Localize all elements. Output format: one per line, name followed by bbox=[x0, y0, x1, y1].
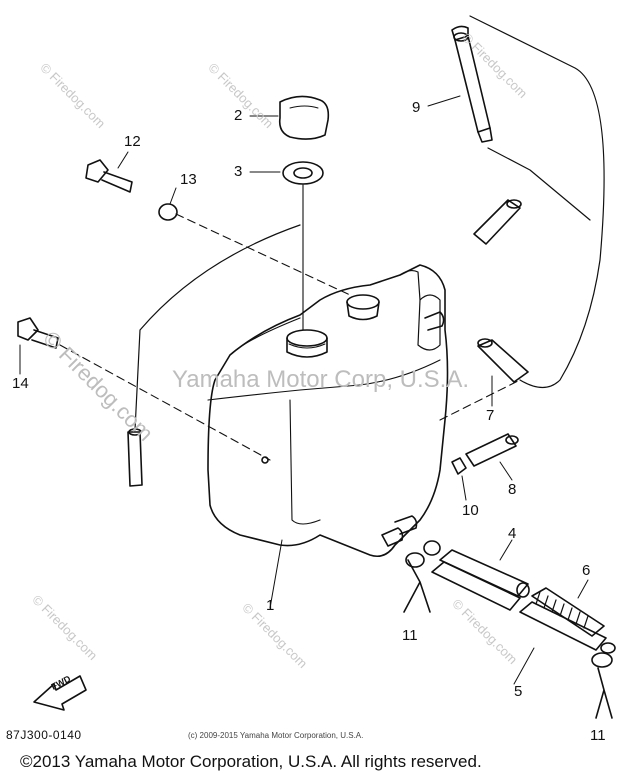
part-label-5: 5 bbox=[514, 683, 523, 700]
clip-10 bbox=[451, 457, 467, 475]
footer-copyright: ©2013 Yamaha Motor Corporation, U.S.A. A… bbox=[20, 752, 482, 771]
bolt-14 bbox=[17, 317, 59, 349]
diagram-code: 87J300-0140 bbox=[6, 728, 82, 742]
watermark-company: Yamaha Motor Corp, U.S.A. bbox=[172, 366, 469, 393]
part-label-14: 14 bbox=[12, 375, 29, 392]
spring-hose-6 bbox=[531, 587, 605, 637]
small-copyright: (c) 2009-2015 Yamaha Motor Corporation, … bbox=[188, 731, 364, 740]
hose-8 bbox=[465, 433, 517, 467]
part-label-2: 2 bbox=[234, 107, 243, 124]
part-label-8: 8 bbox=[508, 481, 517, 498]
clamps-11-right bbox=[591, 642, 616, 719]
hose-9 bbox=[451, 25, 493, 143]
part-label-6: 6 bbox=[582, 562, 591, 579]
part-label-12: 12 bbox=[124, 133, 141, 150]
hose-5 bbox=[519, 601, 607, 651]
washer-13 bbox=[158, 203, 178, 221]
part-label-11a: 11 bbox=[402, 627, 418, 644]
part-label-11b: 11 bbox=[590, 727, 606, 744]
part-label-1: 1 bbox=[266, 597, 275, 614]
part-label-7: 7 bbox=[486, 407, 495, 424]
drain-hose bbox=[127, 431, 143, 487]
hose-7 bbox=[477, 339, 529, 383]
part-label-4: 4 bbox=[508, 525, 517, 542]
hose-routing-line-2 bbox=[487, 147, 591, 221]
fwd-arrow-icon bbox=[33, 675, 87, 711]
hose-segment-upper bbox=[473, 199, 521, 245]
part-label-9: 9 bbox=[412, 99, 421, 116]
clamps-11-left bbox=[403, 540, 441, 613]
oil-tank bbox=[207, 264, 449, 558]
part-label-3: 3 bbox=[234, 163, 243, 180]
hose-4 bbox=[439, 549, 529, 597]
gasket-ring bbox=[282, 161, 324, 185]
part-label-13: 13 bbox=[180, 171, 197, 188]
hose-routing-line bbox=[469, 15, 605, 389]
tank-cap bbox=[278, 95, 330, 140]
bolt-12 bbox=[85, 159, 133, 193]
part-label-10: 10 bbox=[462, 502, 479, 519]
hose-routing-line-3 bbox=[134, 224, 301, 431]
